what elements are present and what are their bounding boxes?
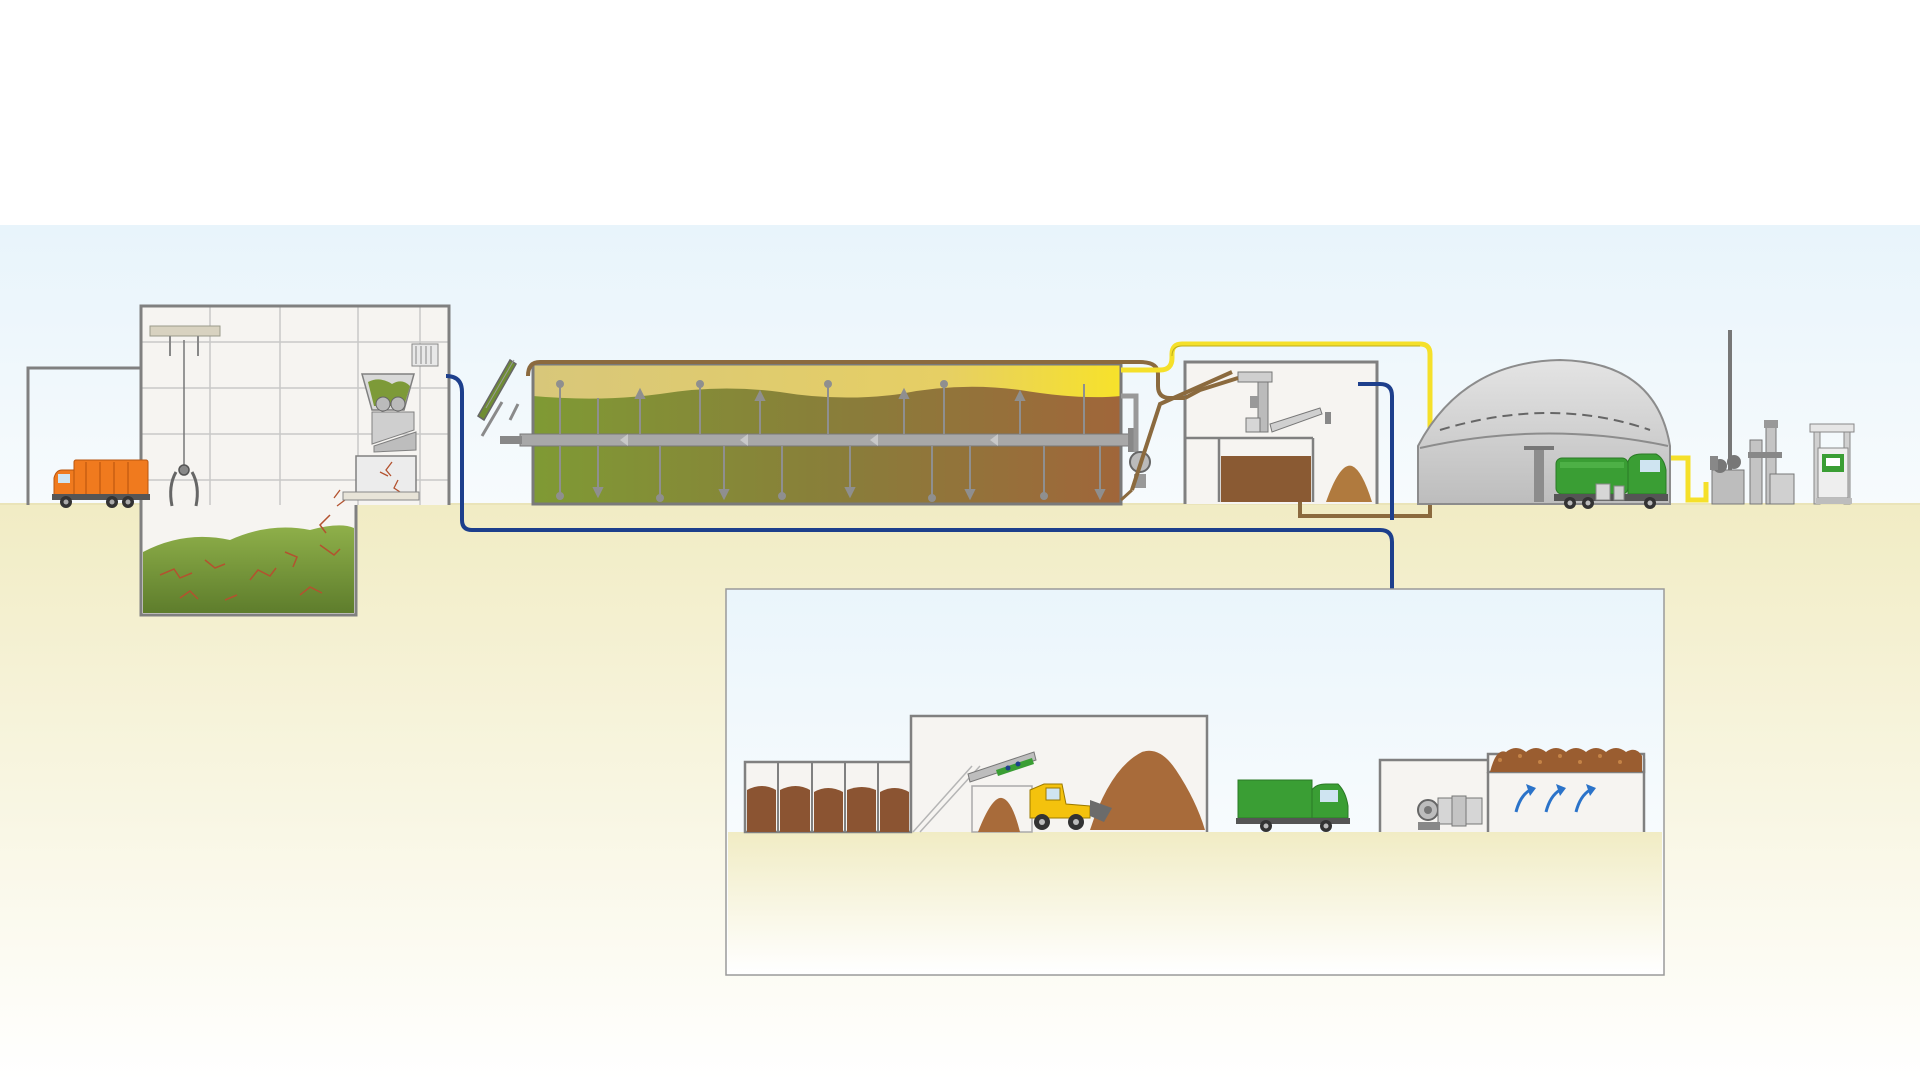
dewatering-building bbox=[1183, 360, 1379, 504]
crane-grab-icon bbox=[169, 464, 199, 507]
press-icon bbox=[1237, 371, 1331, 433]
screening-hall bbox=[909, 714, 1209, 833]
biogas-pipe bbox=[1121, 341, 1709, 503]
wheel-loader-icon bbox=[1029, 783, 1112, 830]
solid-digestate-pile bbox=[1326, 465, 1372, 502]
tanker-truck-icon bbox=[1554, 453, 1668, 509]
fermenter bbox=[500, 362, 1138, 506]
crane-bridge bbox=[149, 325, 221, 337]
air-flow-arrow-icon bbox=[1514, 784, 1596, 813]
blower-fan-icon bbox=[1417, 795, 1483, 830]
gas-upgrading-unit-icon bbox=[1710, 330, 1795, 505]
maturation-boxes bbox=[743, 760, 913, 834]
digestate-pipe bbox=[526, 360, 1432, 518]
fermenter-agitator-icon bbox=[556, 380, 1106, 502]
sieve-drum-icon bbox=[967, 751, 1037, 783]
shredder-icon bbox=[333, 343, 439, 507]
bunker-waste bbox=[143, 525, 354, 613]
conveyor-icon bbox=[477, 358, 520, 437]
reception-hall bbox=[26, 304, 451, 617]
box-truck-icon bbox=[1236, 779, 1350, 832]
post-treatment-panel bbox=[725, 588, 1665, 976]
fuel-dispenser-icon bbox=[1809, 423, 1855, 505]
biofilter-building bbox=[1378, 748, 1646, 832]
garbage-truck-icon bbox=[52, 459, 150, 508]
digestate-tank bbox=[1221, 456, 1311, 502]
compost-pile bbox=[1090, 750, 1205, 830]
